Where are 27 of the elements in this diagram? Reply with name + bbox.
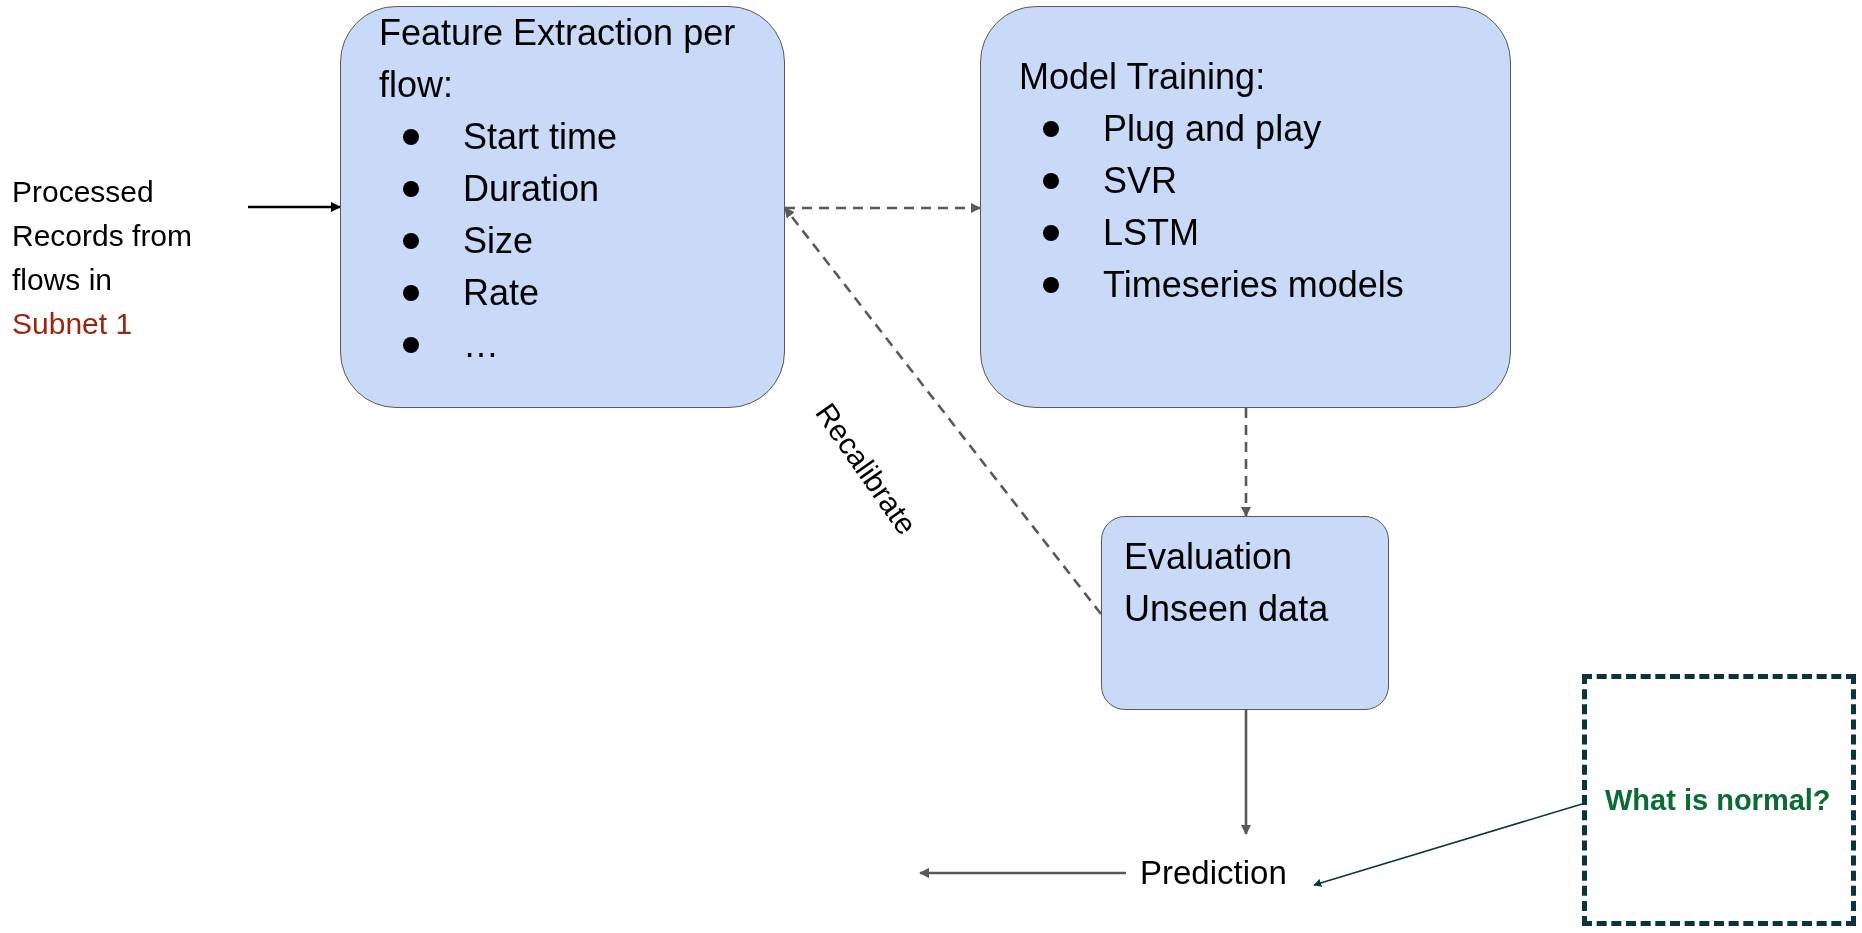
- list-item: Duration: [463, 167, 600, 211]
- subnet-label: Subnet 1: [12, 306, 134, 342]
- list-item: SVR: [1103, 159, 1178, 203]
- arrow: [1313, 803, 1583, 887]
- list-item: Size: [463, 219, 534, 263]
- arrow: [783, 207, 1103, 615]
- dashed-callout-box: [1582, 674, 1856, 926]
- list-item: Start time: [463, 115, 618, 159]
- callout-text: What is normal?: [1605, 783, 1831, 818]
- arrow: [1240, 408, 1252, 518]
- arrow: [248, 201, 342, 213]
- list-item: …: [463, 323, 499, 367]
- process-box: [340, 6, 785, 408]
- list-item: Plug and play: [1103, 107, 1322, 151]
- process-box: [1101, 516, 1389, 710]
- box-heading: Feature Extraction per flow:: [379, 11, 737, 107]
- process-box: [980, 6, 1511, 408]
- list-item: Timeseries models: [1103, 263, 1404, 307]
- arrow: [785, 202, 982, 214]
- list-item: Rate: [463, 271, 540, 315]
- list-item: LSTM: [1103, 211, 1199, 255]
- input-label: Processed Records from flows in: [12, 174, 194, 298]
- box-text: Evaluation Unseen data: [1124, 535, 1330, 631]
- box-heading: Model Training:: [1019, 55, 1267, 99]
- arrow: [918, 867, 1126, 879]
- arrow: [1240, 710, 1252, 836]
- output-label: Prediction: [1140, 853, 1288, 893]
